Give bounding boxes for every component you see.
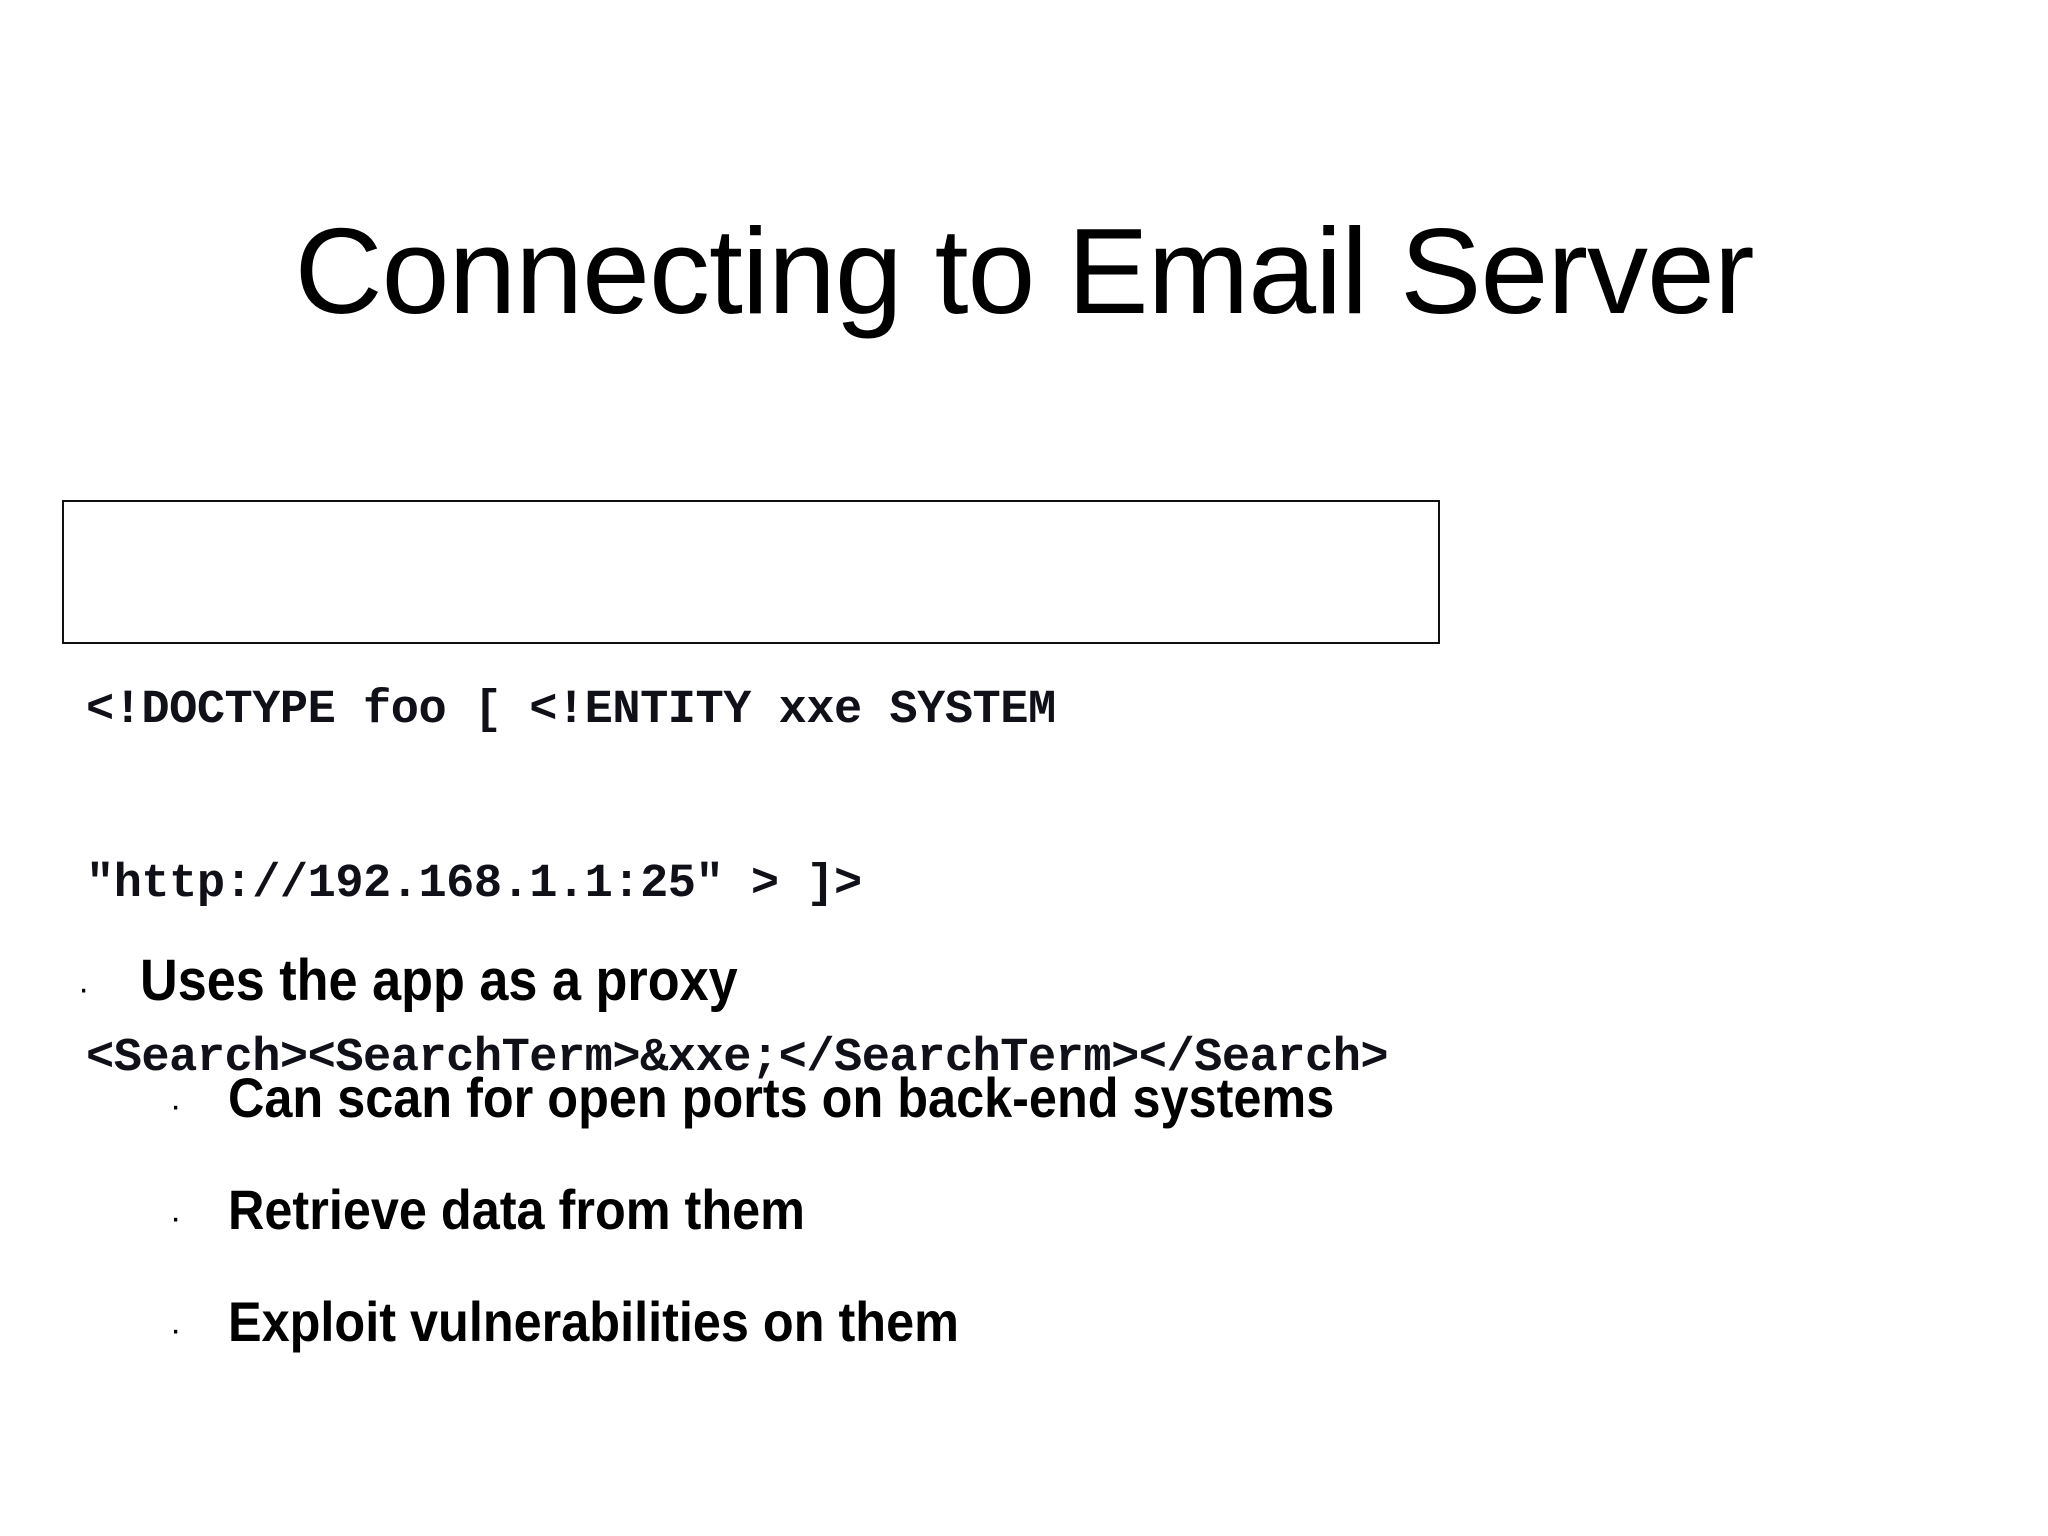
list-item-label: Exploit vulnerabilities on them (228, 1290, 959, 1353)
code-line: "http://192.168.1.1:25" > ]> (86, 858, 862, 911)
list-item: · Uses the app as a proxy (0, 950, 2048, 1012)
bullet-dot-icon: · (78, 970, 90, 1008)
page-title: Connecting to Email Server (294, 202, 1754, 339)
bullet-dot-icon: · (170, 1087, 182, 1125)
list-item-label: Can scan for open ports on back-end syst… (228, 1066, 1335, 1129)
list-item: · Retrieve data from them (0, 1180, 2048, 1240)
bullet-dot-icon: · (170, 1311, 182, 1349)
bullet-dot-icon: · (170, 1199, 182, 1237)
code-snippet-text: <!DOCTYPE foo [ <!ENTITY xxe SYSTEM "htt… (86, 566, 1586, 1204)
list-item: · Exploit vulnerabilities on them (0, 1292, 2048, 1352)
list-item-label: Retrieve data from them (228, 1178, 805, 1241)
list-item-label: Uses the app as a proxy (140, 948, 738, 1013)
code-snippet-box (62, 500, 1440, 644)
code-line: <Search><SearchTerm>&xxe;</SearchTerm></… (86, 1032, 1389, 1085)
list-item: · Can scan for open ports on back-end sy… (0, 1068, 2048, 1128)
code-line: <!DOCTYPE foo [ <!ENTITY xxe SYSTEM (86, 684, 1056, 737)
bullet-list: · Uses the app as a proxy · Can scan for… (0, 950, 2048, 1404)
